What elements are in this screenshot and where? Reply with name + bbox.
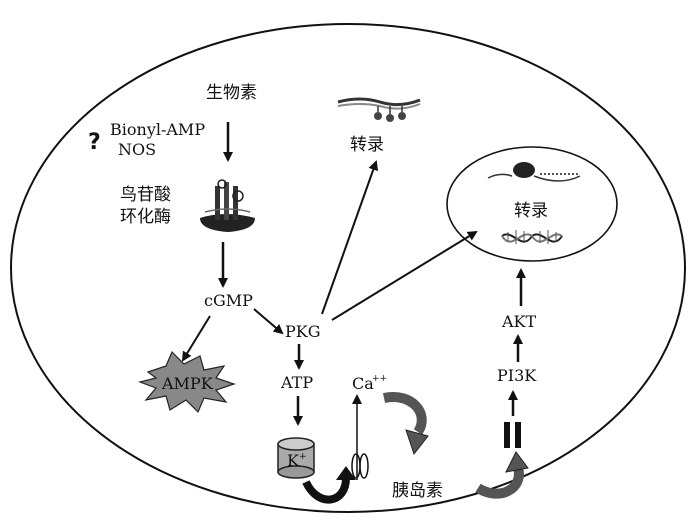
ampk-label: AMPK bbox=[161, 374, 214, 393]
k-channel-label: K bbox=[287, 451, 300, 470]
curved-arrow-icon bbox=[382, 392, 429, 456]
bionyl-amp-label: Bionyl-AMP bbox=[110, 120, 205, 139]
curved-arrow-icon bbox=[475, 451, 529, 499]
k-channel-icon bbox=[277, 437, 315, 479]
mrna-ribosome-icon bbox=[487, 162, 581, 182]
cell-membrane bbox=[10, 23, 686, 513]
ampk-starburst-icon bbox=[137, 350, 236, 414]
arrow-pkg-to-nucleus bbox=[331, 230, 478, 321]
transcription-nucleus-label: 转录 bbox=[514, 201, 548, 221]
ca-sup: ++ bbox=[372, 374, 387, 384]
nucleus bbox=[446, 146, 618, 262]
ca-label: Ca bbox=[352, 374, 374, 393]
insulin-receptor-icon bbox=[504, 422, 521, 448]
arrow-cgmp-to-pkg bbox=[253, 308, 284, 335]
transcription-top-label: 转录 bbox=[350, 135, 384, 155]
arrow-cgmp-to-ampk bbox=[181, 315, 211, 362]
enzyme-icon bbox=[200, 179, 255, 232]
k-channel-sup: + bbox=[299, 452, 307, 462]
ca-channel-icon bbox=[351, 394, 369, 480]
nos-label: NOS bbox=[118, 140, 156, 159]
dna-helix-icon bbox=[501, 230, 563, 244]
curved-arrow-icon bbox=[302, 466, 356, 504]
cgmp-label: cGMP bbox=[204, 291, 253, 310]
biotin-label: 生物素 bbox=[206, 83, 257, 103]
pkg-label: PKG bbox=[285, 322, 321, 341]
chromatin-icon bbox=[337, 97, 421, 122]
guanylate-cyclase-label-2: 环化酶 bbox=[120, 207, 171, 227]
guanylate-cyclase-label-1: 鸟苷酸 bbox=[120, 185, 171, 205]
pi3k-label: PI3K bbox=[497, 366, 537, 385]
question-mark: ? bbox=[88, 130, 101, 155]
akt-label: AKT bbox=[501, 312, 537, 331]
arrow-pkg-to-transcription bbox=[321, 160, 379, 315]
insulin-label: 胰岛素 bbox=[392, 481, 443, 501]
atp-label: ATP bbox=[280, 373, 313, 392]
